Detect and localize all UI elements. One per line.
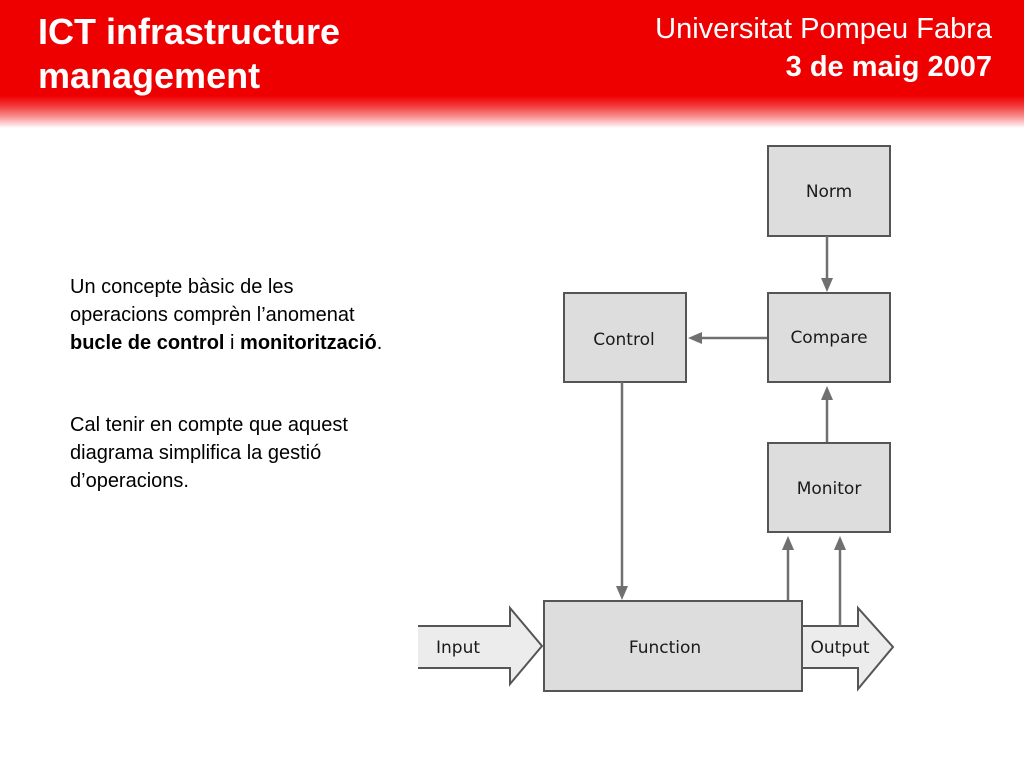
input-label: Input bbox=[436, 638, 480, 658]
compare-box bbox=[767, 292, 891, 383]
arrowhead-compare-to-control bbox=[688, 332, 702, 344]
slide-title-line1: ICT infrastructure bbox=[38, 11, 341, 52]
arrowhead-control-to-function bbox=[616, 586, 628, 600]
body-text: Un concepte bàsic de les operacions comp… bbox=[70, 273, 390, 495]
arrowhead-function-to-monitor bbox=[782, 536, 794, 550]
p1-end: . bbox=[376, 332, 383, 354]
control-box bbox=[563, 292, 687, 383]
monitor-label: Monitor bbox=[797, 479, 862, 499]
arrowhead-output-to-monitor bbox=[834, 536, 846, 550]
p1-connector: i bbox=[224, 332, 241, 354]
output-arrow bbox=[802, 605, 895, 692]
control-label: Control bbox=[593, 330, 654, 350]
compare-label: Compare bbox=[790, 328, 867, 348]
function-box bbox=[543, 600, 803, 692]
output-label: Output bbox=[810, 638, 869, 658]
p1-prefix: Un concepte bàsic de les operacions comp… bbox=[70, 276, 355, 326]
function-label: Function bbox=[629, 638, 701, 658]
header-bar: ICT infrastructure management Universita… bbox=[0, 0, 1024, 128]
slide-title: ICT infrastructure management bbox=[38, 10, 340, 98]
slide-title-line2: management bbox=[38, 55, 261, 96]
monitor-box bbox=[767, 442, 891, 533]
arrowhead-monitor-to-compare bbox=[821, 386, 833, 400]
paragraph-control-loop: Un concepte bàsic de les operacions comp… bbox=[70, 273, 390, 357]
term-monitoring: monitorització bbox=[240, 332, 377, 354]
presentation-date: 3 de maig 2007 bbox=[785, 51, 992, 83]
arrowhead-norm-to-compare bbox=[821, 278, 833, 292]
header-info: Universitat Pompeu Fabra 3 de maig 2007 bbox=[655, 10, 992, 86]
input-arrow bbox=[418, 605, 544, 687]
institution-name: Universitat Pompeu Fabra bbox=[655, 13, 992, 45]
paragraph-note: Cal tenir en compte que aquest diagrama … bbox=[70, 414, 348, 492]
norm-label: Norm bbox=[806, 182, 852, 202]
norm-box bbox=[767, 145, 891, 237]
term-control-loop: bucle de control bbox=[70, 332, 225, 354]
